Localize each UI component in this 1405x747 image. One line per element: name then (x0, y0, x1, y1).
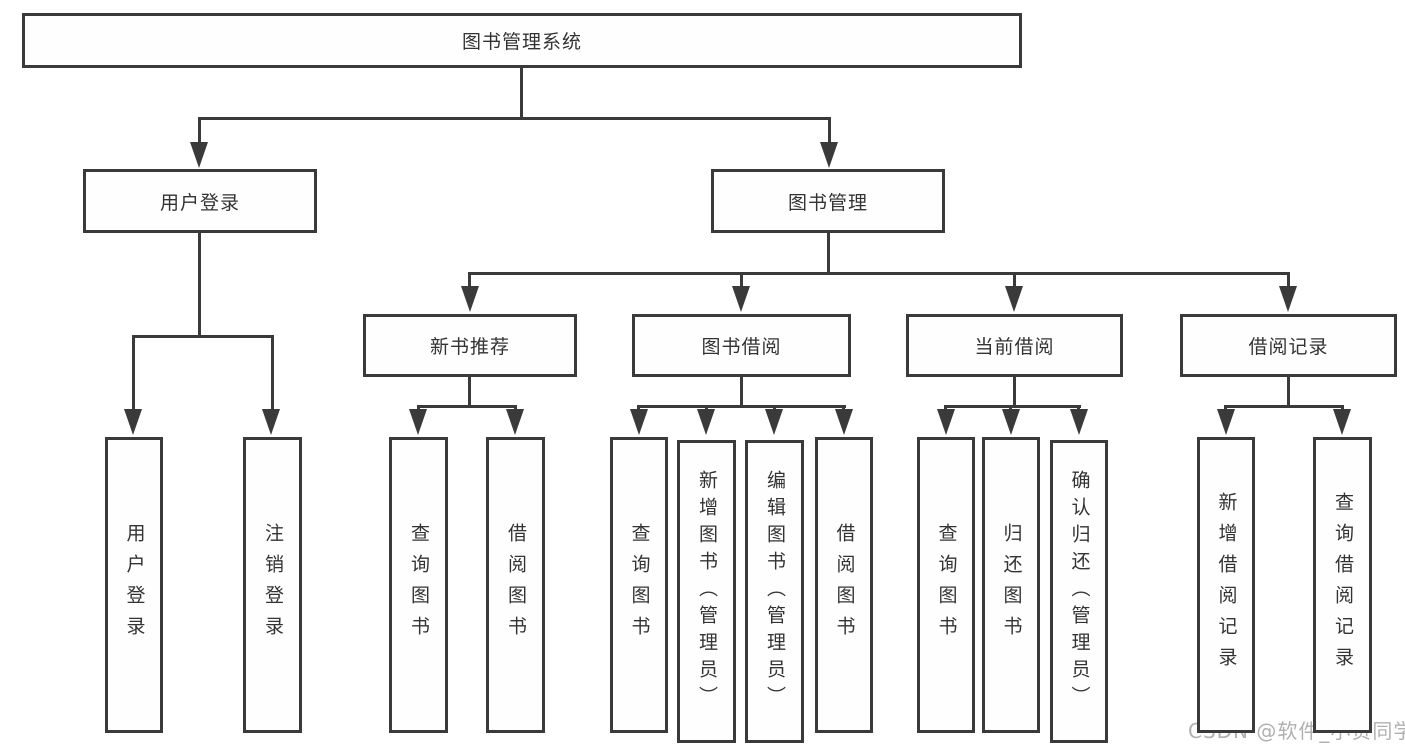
connector-drop (740, 272, 743, 288)
node-current: 当前借阅 (906, 314, 1123, 377)
node-label: 借阅图书 (505, 523, 527, 647)
arrow-down-icon (1070, 409, 1088, 435)
connector-new-books-stem (468, 377, 471, 407)
node-root: 图书管理系统 (22, 13, 1022, 68)
node-label: 查询借阅记录 (1332, 492, 1354, 678)
arrow-down-icon (461, 286, 479, 312)
arrow-down-icon (124, 409, 142, 435)
node-label: 新增借阅记录 (1215, 492, 1238, 678)
arrow-down-icon (1217, 409, 1235, 435)
connector-records-stem (1287, 377, 1290, 407)
arrow-down-icon (1279, 286, 1297, 312)
connector-drop (1013, 272, 1016, 288)
connector-current-stem (1013, 377, 1016, 407)
node-new-books: 新书推荐 (363, 314, 577, 377)
node-leaf-cu-query: 查询图书 (917, 437, 975, 733)
connector-drop (271, 335, 274, 411)
node-label: 图书管理 (787, 191, 868, 214)
node-leaf-bw-query: 查询图书 (610, 437, 668, 733)
arrow-down-icon (506, 409, 524, 435)
connector-records-bar (1225, 405, 1344, 408)
connector-book-mgmt-bar (469, 272, 1290, 275)
node-records: 借阅记录 (1180, 314, 1397, 377)
node-label: 查询图书 (628, 523, 651, 647)
node-label: 查询图书 (408, 523, 430, 647)
node-label: 图书借阅 (701, 336, 782, 358)
node-label: 查询图书 (935, 523, 958, 647)
node-label: 用户登录 (123, 523, 146, 647)
arrow-down-icon (937, 409, 955, 435)
node-leaf-nb-borrow: 借阅图书 (486, 437, 545, 733)
node-book-mgmt: 图书管理 (711, 169, 945, 233)
node-leaf-cu-confirm: 确认归还（管理员） (1050, 440, 1108, 743)
connector-root-bar (198, 117, 831, 120)
arrow-down-icon (835, 409, 853, 435)
connector-user-login-bar (132, 335, 273, 338)
connector-root-stem (520, 68, 523, 118)
node-label: 编辑图书（管理员） (764, 470, 786, 713)
arrow-down-icon (409, 409, 427, 435)
node-label: 图书管理系统 (461, 31, 582, 53)
connector-current-bar (945, 405, 1081, 408)
node-label: 确认归还（管理员） (1068, 470, 1091, 713)
node-label: 借阅记录 (1248, 336, 1329, 358)
connector-book-mgmt-drop (828, 117, 831, 145)
arrow-down-icon (630, 409, 648, 435)
arrow-down-icon (732, 286, 750, 312)
node-label: 新增图书（管理员） (696, 470, 718, 713)
node-label: 注销登录 (262, 523, 284, 647)
node-leaf-nb-query: 查询图书 (389, 437, 448, 733)
node-label: 新书推荐 (429, 336, 510, 358)
connector-book-mgmt-stem (827, 232, 830, 274)
arrow-down-icon (262, 409, 280, 435)
connector-drop (132, 335, 135, 411)
node-leaf-rc-query: 查询借阅记录 (1313, 437, 1372, 733)
arrow-down-icon (1005, 286, 1023, 312)
node-label: 归还图书 (1000, 523, 1023, 647)
arrow-down-icon (190, 142, 208, 168)
node-leaf-bw-edit: 编辑图书（管理员） (745, 440, 804, 743)
node-leaf-logout: 注销登录 (243, 437, 302, 733)
connector-borrowing-stem (740, 377, 743, 407)
connector-borrowing-bar (638, 405, 846, 408)
arrow-down-icon (1333, 409, 1351, 435)
node-label: 当前借阅 (974, 336, 1055, 358)
node-leaf-login: 用户登录 (105, 437, 163, 733)
arrow-down-icon (820, 142, 838, 168)
connector-new-books-bar (417, 405, 517, 408)
node-user-login: 用户登录 (83, 169, 317, 233)
connector-drop (1287, 272, 1290, 288)
node-leaf-bw-add: 新增图书（管理员） (677, 440, 736, 743)
arrow-down-icon (697, 409, 715, 435)
node-leaf-bw-borrow: 借阅图书 (815, 437, 873, 733)
node-label: 借阅图书 (833, 523, 856, 647)
arrow-down-icon (1002, 409, 1020, 435)
node-leaf-rc-add: 新增借阅记录 (1197, 437, 1255, 733)
node-leaf-cu-return: 归还图书 (982, 437, 1040, 733)
connector-user-login-drop (198, 117, 201, 145)
connector-drop (468, 272, 471, 288)
node-borrowing: 图书借阅 (632, 314, 851, 377)
connector-user-login-stem (198, 232, 201, 336)
arrow-down-icon (765, 409, 783, 435)
node-label: 用户登录 (159, 191, 240, 214)
